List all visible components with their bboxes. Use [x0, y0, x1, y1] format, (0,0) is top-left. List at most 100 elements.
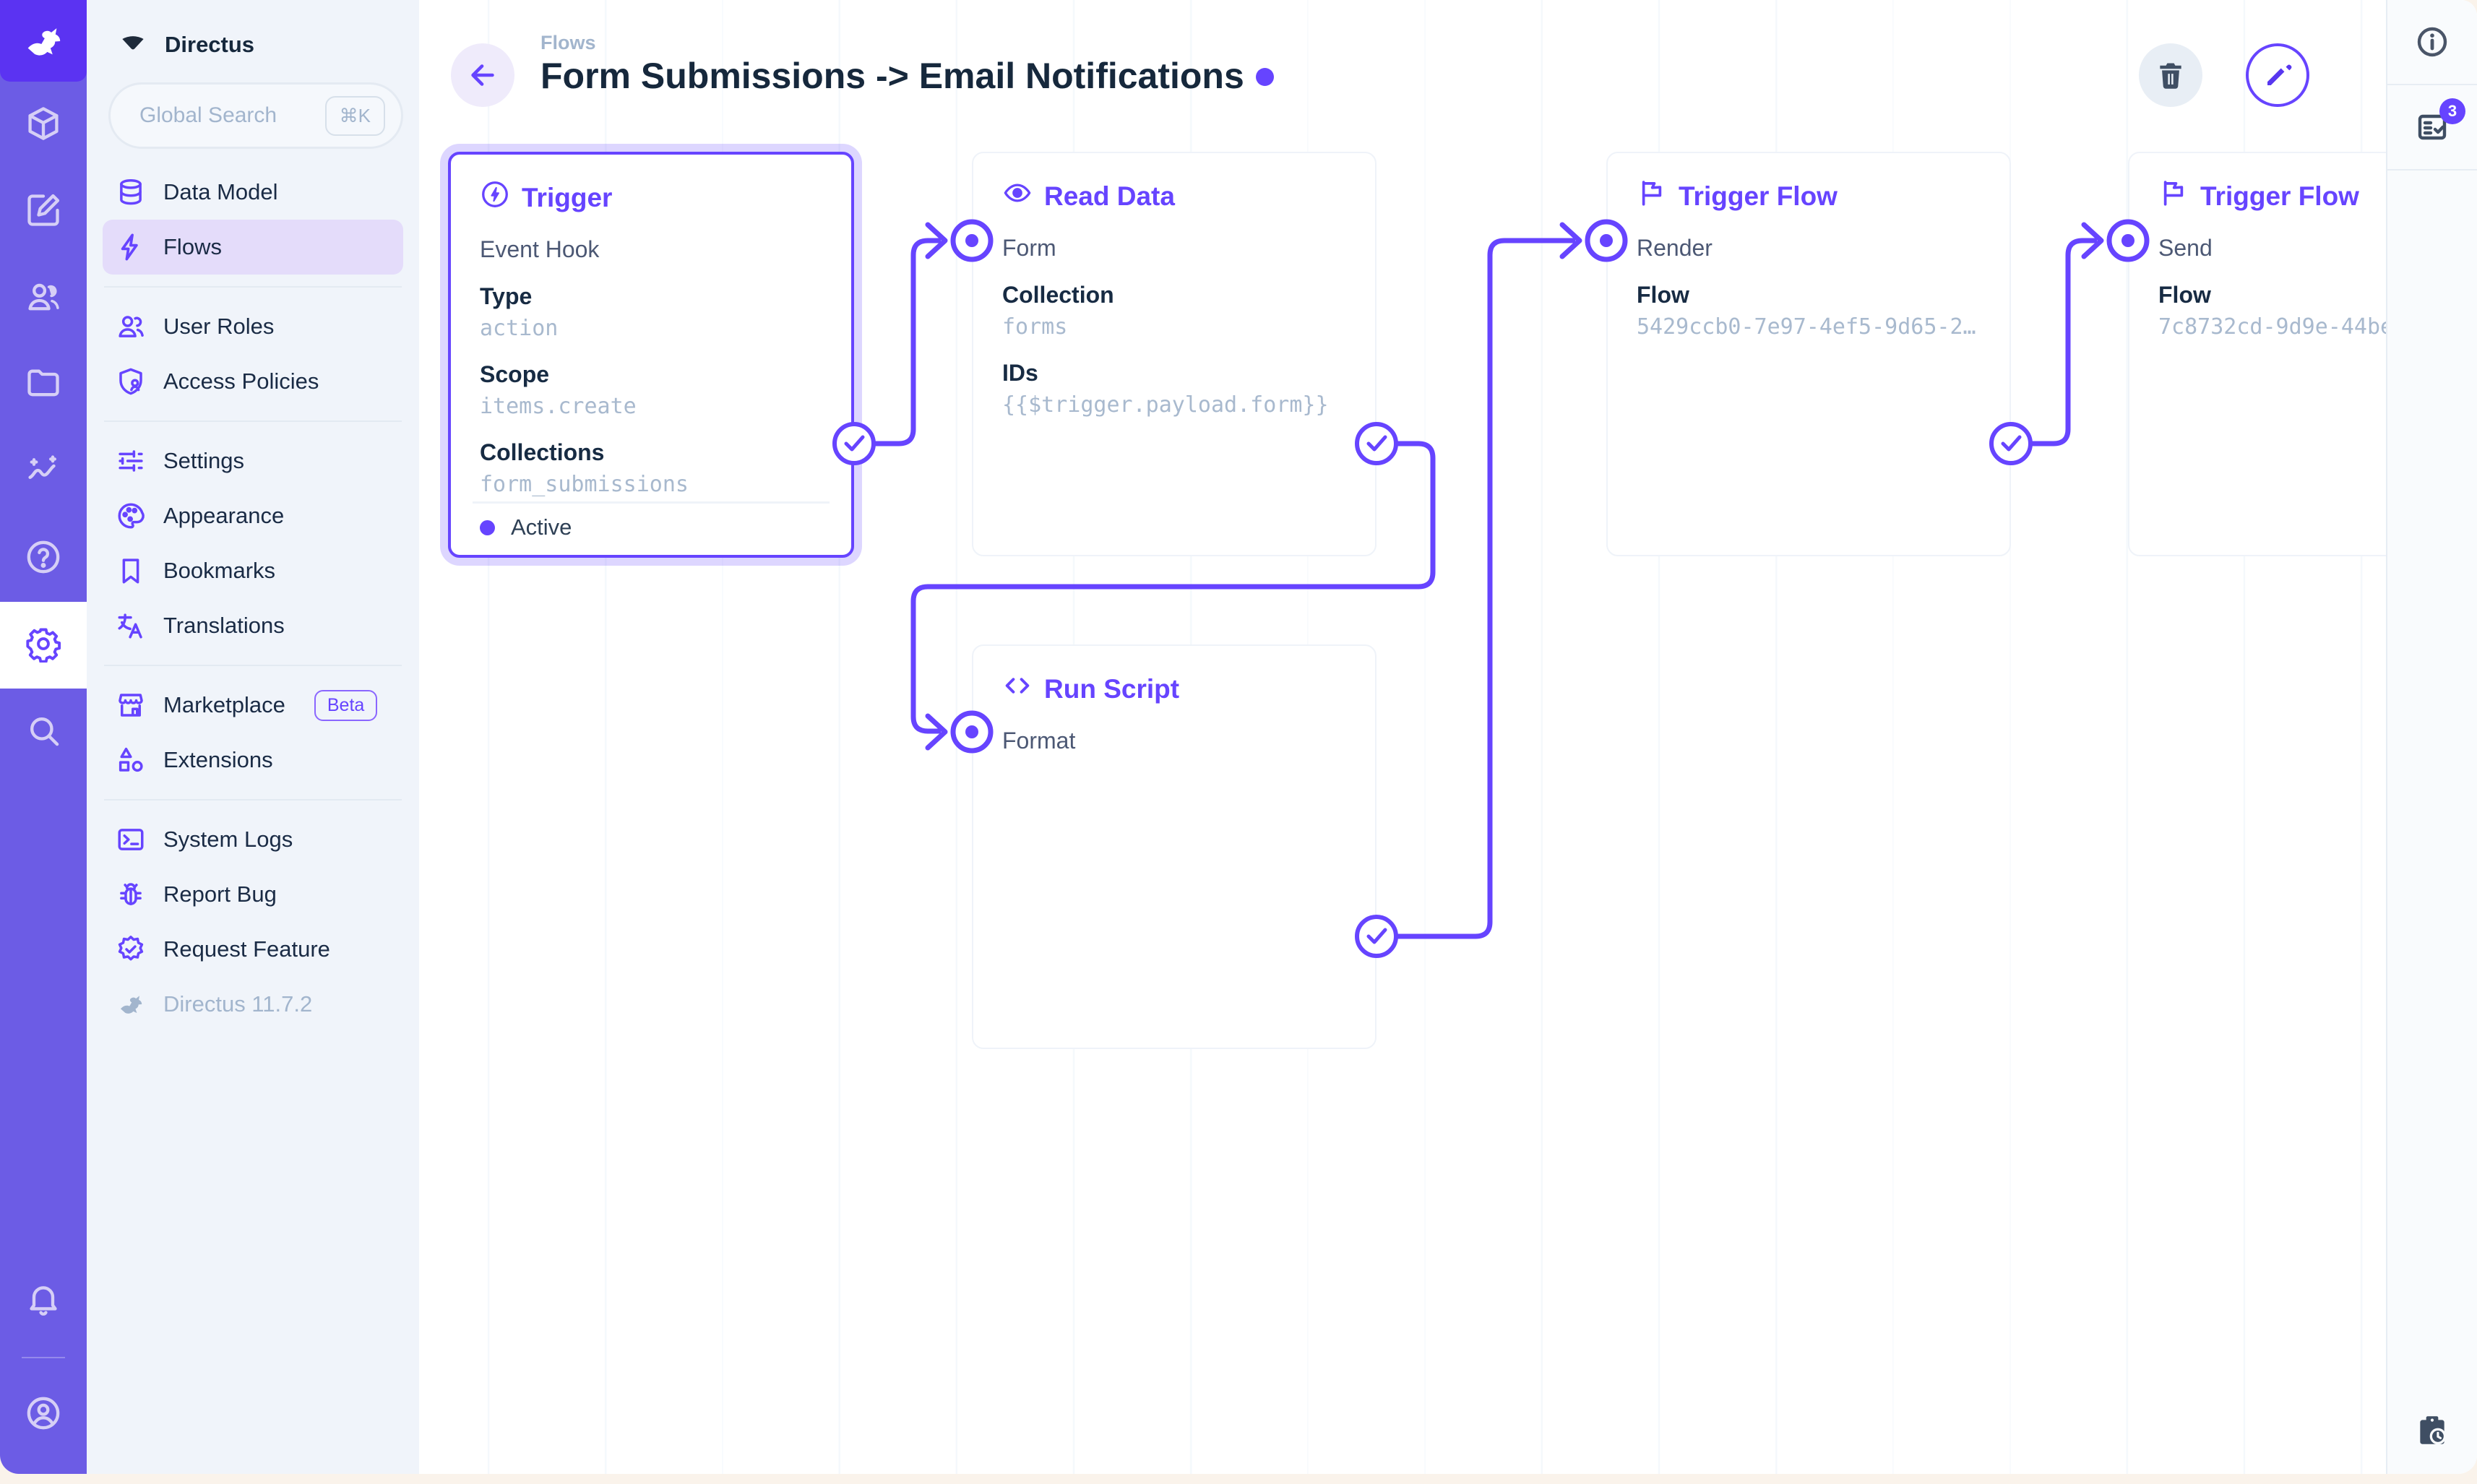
sidebar-item-user-roles[interactable]: User Roles [103, 299, 403, 354]
sidebar-item-settings[interactable]: Settings [103, 433, 403, 488]
sidebar-item-system-logs[interactable]: System Logs [103, 812, 403, 867]
back-button[interactable] [451, 43, 514, 107]
search-icon [25, 712, 62, 753]
module-bar [0, 0, 87, 1474]
sidebar-item-label: Bookmarks [163, 558, 276, 583]
field-value: {{$trigger.payload.form}} [1002, 392, 1329, 418]
sidebar-item-translations[interactable]: Translations [103, 598, 403, 653]
module-account[interactable] [0, 1371, 87, 1458]
shield-icon [116, 366, 146, 397]
panel-option-name: Format [1002, 728, 1076, 754]
delete-flow-button[interactable] [2139, 43, 2202, 107]
sidebar-item-bookmarks[interactable]: Bookmarks [103, 543, 403, 598]
bolt-circle-icon [480, 179, 510, 216]
sidebar-item-extensions[interactable]: Extensions [103, 733, 403, 788]
logs-sidebar-button[interactable]: 3 [2387, 85, 2477, 171]
wire-trigger-to-read-data [874, 238, 941, 447]
field-label: IDs [1002, 360, 1038, 386]
sidebar-item-data-model[interactable]: Data Model [103, 165, 403, 220]
seal-check-icon [116, 934, 146, 965]
sidebar-item-request-feature[interactable]: Request Feature [103, 922, 403, 977]
edit-flow-button[interactable] [2246, 43, 2309, 107]
field-label: Scope [480, 361, 550, 387]
module-search[interactable] [0, 689, 87, 775]
sidebar-item-label: Request Feature [163, 936, 330, 962]
field-label: Type [480, 283, 533, 309]
sidebar-item-report-bug[interactable]: Report Bug [103, 867, 403, 922]
shapes-icon [116, 745, 146, 775]
wire-run-script-to-trigger-flow [1396, 238, 1575, 939]
field-label: Collection [1002, 282, 1114, 308]
panel-field: Type action [480, 283, 822, 341]
sidebar-item-label: Marketplace [163, 692, 285, 717]
trash-icon [2160, 63, 2181, 89]
field-label: Collections [480, 439, 605, 465]
breadcrumb[interactable]: Flows [540, 32, 596, 53]
module-help[interactable] [0, 515, 87, 602]
logs-count-badge: 3 [2439, 98, 2465, 124]
field-label: Flow [2158, 282, 2211, 308]
module-settings[interactable] [0, 602, 87, 689]
rabbit-icon [27, 27, 61, 56]
people-icon [116, 311, 146, 342]
folder-icon [25, 365, 62, 406]
module-notifications[interactable] [0, 1257, 87, 1344]
module-bar-divider [22, 1357, 65, 1358]
field-value: forms [1002, 314, 1068, 340]
palette-icon [116, 501, 146, 531]
cube-icon [25, 105, 62, 146]
right-sidebar: 3 [2386, 0, 2477, 1474]
panel-field: Collection forms [1002, 282, 1346, 340]
nav-divider [104, 420, 402, 422]
directus-logo[interactable] [0, 0, 87, 82]
avatar-icon [25, 1394, 62, 1436]
flow-status-dot [1255, 68, 1274, 86]
sidebar-item-label: Settings [163, 448, 245, 473]
sidebar-item-appearance[interactable]: Appearance [103, 488, 403, 543]
module-content[interactable] [0, 82, 87, 168]
status-label: Active [511, 514, 572, 540]
field-value: action [480, 316, 559, 341]
panel-field: IDs {{$trigger.payload.form}} [1002, 360, 1346, 418]
translate-icon [116, 611, 146, 641]
module-files[interactable] [0, 342, 87, 428]
sidebar-item-label: Extensions [163, 747, 273, 772]
pencil-icon [2267, 64, 2292, 85]
project-header[interactable]: Directus [87, 0, 419, 65]
bookmark-icon [116, 556, 146, 586]
module-editor[interactable] [0, 168, 87, 255]
sidebar-item-label: Data Model [163, 179, 278, 204]
arrow-left-icon [471, 64, 494, 86]
nav-divider [104, 799, 402, 801]
panel-type-label: Trigger [480, 179, 851, 216]
sidebar-item-flows[interactable]: Flows [103, 220, 403, 275]
panel-footer: Active [451, 501, 851, 555]
panel-type-label: Read Data [1002, 178, 1375, 215]
sidebar-item-label: System Logs [163, 827, 293, 852]
nav-divider [104, 665, 402, 666]
users-icon [25, 278, 62, 319]
info-sidebar-button[interactable] [2387, 0, 2477, 85]
pending-revisions-button[interactable] [2387, 1387, 2477, 1474]
flag-icon [2158, 178, 2189, 215]
sidebar-item-label: Flows [163, 234, 222, 259]
sidebar-item-label: Translations [163, 613, 285, 638]
sidebar-item-access-policies[interactable]: Access Policies [103, 354, 403, 409]
sidebar-item-label: User Roles [163, 314, 275, 339]
search-input[interactable]: Global Search ⌘K [108, 82, 403, 149]
help-icon [25, 538, 62, 579]
sliders-icon [116, 446, 146, 476]
module-insights[interactable] [0, 428, 87, 515]
module-users[interactable] [0, 255, 87, 342]
field-value: 7c8732cd-9d9e-44be… [2158, 314, 2386, 340]
